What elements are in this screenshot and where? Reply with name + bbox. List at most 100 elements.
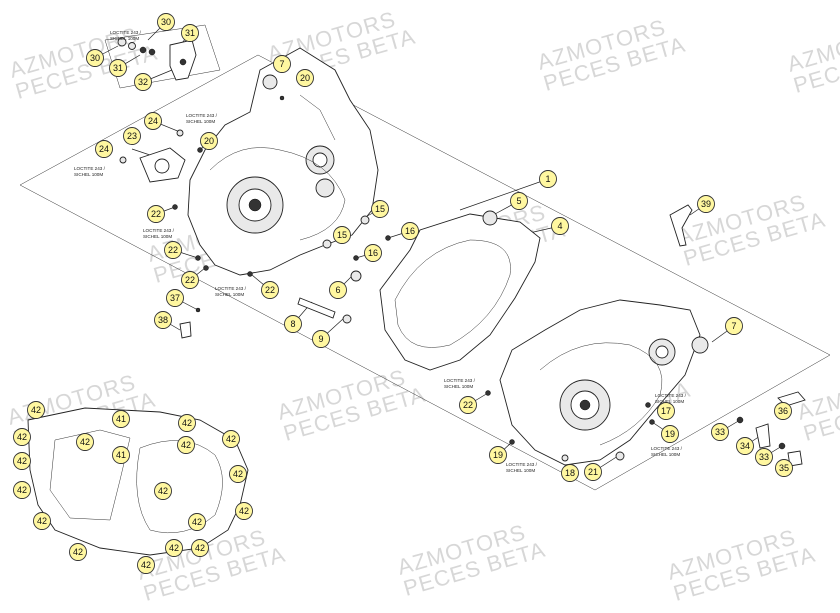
- callout-42: 42: [27, 401, 45, 419]
- callout-33: 33: [711, 423, 729, 441]
- note-sichel: SICHEL 100M: [506, 468, 535, 473]
- pin-17: [645, 402, 651, 408]
- nut-15a: [360, 215, 370, 225]
- bolt-30: [117, 37, 127, 47]
- callout-23: 23: [123, 127, 141, 145]
- plug-21: [615, 451, 625, 461]
- crankcase-gasket: [27, 407, 249, 556]
- callout-39: 39: [697, 195, 715, 213]
- bushing-7: [691, 336, 709, 354]
- note-2: LOCTITE 243 / SICHEL 100M: [186, 113, 218, 124]
- pin-37: [195, 307, 201, 313]
- callout-label: 30: [161, 17, 171, 27]
- watermark-11: AZMOTORS PECES BETA: [794, 364, 840, 446]
- pin-16a: [385, 235, 391, 241]
- left-crankcase-boss-2-hole: [312, 152, 328, 168]
- callout-42: 42: [178, 414, 196, 432]
- callout-5: 5: [510, 192, 528, 210]
- pin-22c: [203, 265, 209, 271]
- callout-4: 4: [551, 217, 569, 235]
- note-sichel: SICHEL 100M: [110, 36, 139, 41]
- bushing-5: [482, 210, 498, 226]
- callout-label: 7: [279, 59, 284, 69]
- note-loctite: LOCTITE 243 /: [651, 446, 683, 451]
- watermark-9: AZMOTORS PECES BETA: [274, 364, 428, 446]
- callout-42: 42: [76, 433, 94, 451]
- callout-20: 20: [200, 132, 218, 150]
- callout-16: 16: [401, 222, 419, 240]
- callout-label: 4: [557, 221, 562, 231]
- callout-33: 33: [755, 448, 773, 466]
- callout-16: 16: [364, 244, 382, 262]
- shaft-8: [297, 297, 336, 319]
- pin-22a: [172, 204, 178, 210]
- pin-22b: [195, 255, 201, 261]
- callout-label: 22: [463, 400, 473, 410]
- callout-1: 1: [539, 170, 557, 188]
- callout-label: 42: [80, 437, 90, 447]
- note-3: LOCTITE 243 / SICHEL 100M: [74, 166, 106, 177]
- callout-label: 42: [37, 516, 47, 526]
- callout-42: 42: [222, 430, 240, 448]
- callout-label: 7: [731, 321, 736, 331]
- note-sichel: SICHEL 100M: [74, 172, 103, 177]
- callout-label: 15: [337, 230, 347, 240]
- part-7-bushing: [262, 74, 278, 90]
- watermark-14: AZMOTORS PECES BETA: [664, 524, 818, 606]
- callout-7: 7: [725, 317, 743, 335]
- washer-9: [342, 314, 352, 324]
- washer-31: [139, 46, 147, 54]
- callout-7: 7: [273, 55, 291, 73]
- right-crankcase-bore: [579, 399, 591, 411]
- note-loctite: LOCTITE 243 /: [143, 228, 175, 233]
- note-7: LOCTITE 243 / SICHEL 100M: [655, 393, 687, 404]
- callout-42: 42: [165, 539, 183, 557]
- note-loctite: LOCTITE 243 /: [444, 378, 476, 383]
- callout-9: 9: [312, 330, 330, 348]
- callout-6: 6: [329, 281, 347, 299]
- callout-20: 20: [296, 69, 314, 87]
- callout-label: 8: [290, 319, 295, 329]
- callout-42: 42: [191, 539, 209, 557]
- callout-38: 38: [154, 311, 172, 329]
- pin-20b: [197, 147, 203, 153]
- callout-31: 31: [109, 59, 127, 77]
- callout-22: 22: [261, 281, 279, 299]
- note-1: LOCTITE 243 / SICHEL 100M: [110, 30, 142, 41]
- callout-label: 41: [116, 450, 126, 460]
- cover-plate-23-hole: [154, 158, 170, 174]
- callout-42: 42: [177, 436, 195, 454]
- callout-label: 42: [73, 547, 83, 557]
- right-crankcase-body: [499, 299, 701, 466]
- callout-36: 36: [774, 402, 792, 420]
- nut-15b: [322, 239, 332, 249]
- callout-label: 33: [715, 427, 725, 437]
- callout-label: 21: [588, 467, 598, 477]
- callout-42: 42: [13, 481, 31, 499]
- pin-16b: [353, 255, 359, 261]
- callout-label: 22: [168, 245, 178, 255]
- callout-label: 39: [701, 199, 711, 209]
- clip-39: [669, 204, 693, 247]
- callout-35: 35: [775, 459, 793, 477]
- left-crankcase-boss-3: [315, 178, 335, 198]
- callout-34: 34: [736, 437, 754, 455]
- washer-33a: [736, 416, 744, 424]
- bolt-24b: [119, 156, 127, 164]
- callout-label: 24: [148, 116, 158, 126]
- callout-42: 42: [13, 428, 31, 446]
- callout-30: 30: [86, 49, 104, 67]
- callout-15: 15: [371, 200, 389, 218]
- callout-label: 42: [158, 486, 168, 496]
- callout-label: 42: [233, 469, 243, 479]
- callout-label: 42: [31, 405, 41, 415]
- pin-20: [279, 95, 285, 101]
- callout-label: 33: [759, 452, 769, 462]
- callout-label: 22: [265, 285, 275, 295]
- callouts: 30 30 31 31 32 7 20 20 24 24 23 1 5 4 15…: [13, 13, 793, 574]
- callout-label: 42: [181, 440, 191, 450]
- callout-label: 9: [318, 334, 323, 344]
- sleeve-38: [179, 321, 192, 339]
- callout-21: 21: [584, 463, 602, 481]
- pin-22e: [485, 390, 491, 396]
